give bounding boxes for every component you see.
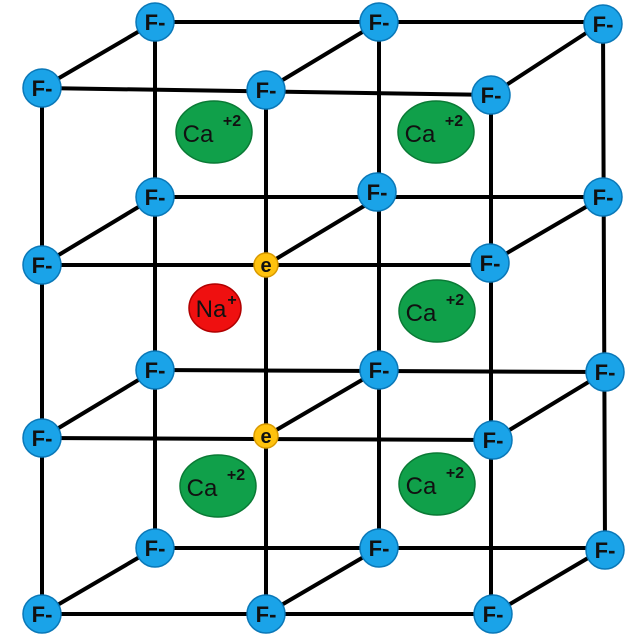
fluoride-ion: F- [22, 245, 62, 285]
fluoride-ion: F- [22, 68, 62, 108]
fluoride-label: F- [480, 251, 501, 276]
fluoride-ion: F- [22, 594, 62, 634]
fluoride-label: F- [32, 76, 53, 101]
fluoride-label: F- [145, 10, 166, 35]
calcium-charge: +2 [223, 113, 241, 130]
sodium-symbol: Na [196, 296, 227, 323]
bond [40, 195, 157, 267]
calcium-symbol: Ca [406, 300, 437, 327]
sodium-charge: + [227, 292, 236, 309]
calcium-symbol: Ca [406, 473, 437, 500]
fluoride-ion: F- [473, 420, 513, 460]
calcium-charge: +2 [446, 292, 464, 309]
fluoride-label: F- [593, 12, 614, 37]
bond [488, 195, 605, 265]
fluoride-ion: F- [246, 70, 286, 110]
lattice-bonds [40, 20, 607, 616]
bond [40, 546, 157, 616]
fluoride-label: F- [595, 360, 616, 385]
bond [264, 546, 381, 616]
electron-label: e [260, 426, 271, 448]
calcium-ion: Ca +2 [175, 100, 253, 164]
fluoride-label: F- [593, 185, 614, 210]
fluoride-label: F- [595, 538, 616, 563]
fluoride-label: F- [256, 78, 277, 103]
bond [264, 195, 381, 267]
fluoride-label: F- [369, 536, 390, 561]
fluoride-ion: F- [135, 177, 175, 217]
bond [489, 20, 605, 97]
calcium-ion: Ca +2 [179, 454, 257, 518]
fluoride-label: F- [145, 536, 166, 561]
fluoride-ion: F- [357, 172, 397, 212]
fluoride-label: F- [256, 602, 277, 627]
electron-label: e [260, 255, 271, 277]
fluoride-label: F- [483, 428, 504, 453]
fluoride-label: F- [367, 180, 388, 205]
calcium-charge: +2 [445, 113, 463, 130]
fluoride-label: F- [483, 602, 504, 627]
fluoride-ion: F- [471, 75, 511, 115]
calcium-ion: Ca +2 [398, 452, 476, 516]
fluoride-ion: F- [135, 350, 175, 390]
bond [264, 368, 381, 438]
fluoride-ion: F- [583, 4, 623, 44]
fluoride-ion: F- [470, 243, 510, 283]
electron-site: e [253, 252, 279, 278]
calcium-symbol: Ca [187, 475, 218, 502]
fluoride-ion: F- [246, 594, 286, 634]
calcium-charge: +2 [227, 467, 245, 484]
fluoride-ion: F- [22, 418, 62, 458]
fluoride-label: F- [369, 10, 390, 35]
bond [491, 370, 607, 442]
calcium-symbol: Ca [405, 121, 436, 148]
fluoride-ion: F- [585, 530, 625, 570]
fluoride-ion: F- [583, 177, 623, 217]
fluoride-label: F- [32, 253, 53, 278]
bond [40, 20, 157, 90]
fluoride-label: F- [481, 83, 502, 108]
fluoride-ion: F- [473, 594, 513, 634]
electron-site: e [253, 423, 279, 449]
fluoride-label: F- [145, 185, 166, 210]
fluoride-label: F- [369, 358, 390, 383]
fluoride-ion: F- [135, 528, 175, 568]
calcium-symbol: Ca [183, 121, 214, 148]
sodium-ion: Na + [188, 283, 242, 333]
fluoride-ion: F- [359, 350, 399, 390]
fluoride-ion: F- [359, 528, 399, 568]
fluoride-label: F- [32, 602, 53, 627]
fluoride-label: F- [145, 358, 166, 383]
calcium-charge: +2 [446, 465, 464, 482]
calcium-ion: Ca +2 [397, 100, 475, 164]
fluoride-label: F- [32, 426, 53, 451]
bond [491, 546, 607, 616]
calcium-ion: Ca +2 [398, 279, 476, 343]
fluoride-ion: F- [135, 2, 175, 42]
bond [601, 20, 607, 550]
fluoride-ion: F- [359, 2, 399, 42]
bond [264, 20, 381, 92]
fluoride-ion: F- [585, 352, 625, 392]
bond [40, 368, 157, 440]
